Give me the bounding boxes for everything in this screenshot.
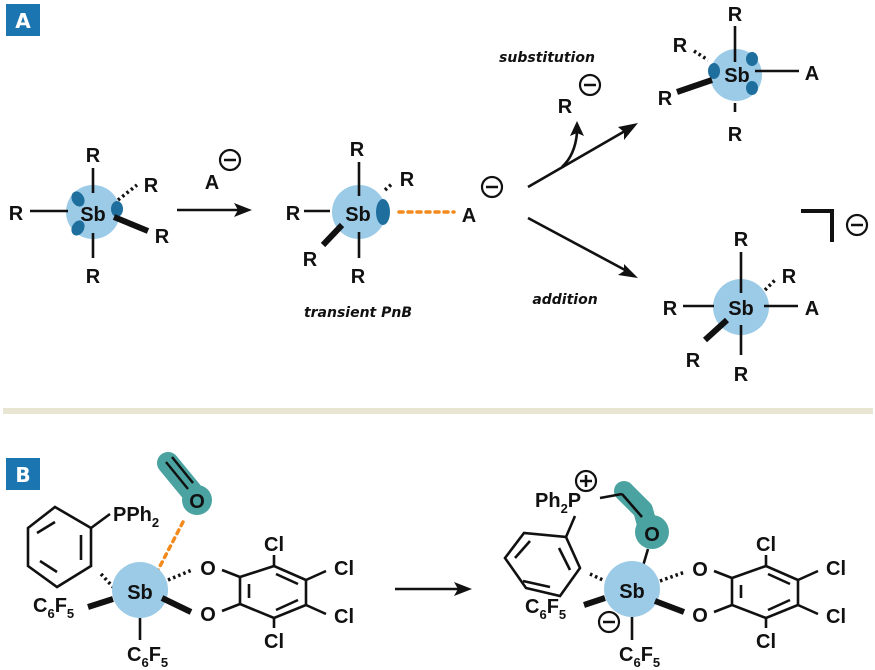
- atom-cl: Cl: [826, 558, 846, 580]
- atom-r: R: [686, 350, 701, 372]
- atom-cl: Cl: [826, 606, 846, 628]
- atom-sb: Sb: [345, 204, 371, 226]
- atom-r: R: [400, 169, 415, 191]
- atom-cl: Cl: [334, 606, 354, 628]
- panel-b-label: B: [15, 463, 30, 487]
- atom-c6f5: C6F5: [127, 644, 168, 670]
- panel-b-badge: B: [6, 458, 40, 490]
- atom-cl: Cl: [756, 534, 776, 556]
- atom-r: R: [658, 88, 673, 110]
- transient-label: transient PnB: [304, 305, 412, 321]
- molecule-sbr5: Sb R R R R R: [9, 145, 170, 288]
- atom-r: R: [728, 124, 743, 146]
- atom-r: R: [86, 145, 101, 167]
- atom-cl: Cl: [264, 631, 284, 653]
- molecule-product-b: O Ph2P Sb O O C6F5 C6F5: [503, 469, 846, 670]
- atom-o: O: [644, 524, 660, 546]
- benzene-ring: [503, 531, 582, 598]
- sigma-hole: [71, 191, 85, 207]
- atom-o: O: [200, 558, 216, 580]
- sb-sphere: [332, 185, 386, 239]
- molecule-substitution-product: Sb R R R R A: [658, 4, 819, 146]
- plus-charge-icon: [574, 469, 598, 493]
- addition-arrow: addition: [527, 216, 638, 308]
- atom-sb: Sb: [724, 65, 750, 87]
- pnictogen-bond: [156, 520, 185, 572]
- atom-a: A: [805, 63, 819, 85]
- atom-sb: Sb: [80, 204, 106, 226]
- atom-r: R: [286, 203, 301, 225]
- atom-o: O: [189, 491, 205, 513]
- sigma-hole: [708, 63, 720, 79]
- reagent-label: A: [205, 172, 219, 194]
- atom-a: A: [462, 205, 476, 227]
- sb-sphere: [112, 562, 168, 618]
- sigma-hole: [746, 52, 758, 66]
- atom-r: R: [351, 266, 366, 288]
- atom-r: R: [782, 266, 797, 288]
- atom-o: O: [692, 559, 708, 581]
- minus-charge-icon: [578, 73, 602, 97]
- atom-r: R: [86, 266, 101, 288]
- sigma-hole: [71, 220, 85, 236]
- atom-r: R: [303, 249, 318, 271]
- substitution-arrow: R substitution: [499, 50, 638, 189]
- atom-r: R: [9, 203, 24, 225]
- bracket: [801, 209, 834, 242]
- minus-charge-icon: [845, 213, 869, 237]
- atom-pph2: PPh2: [113, 504, 159, 530]
- addition-label: addition: [532, 292, 597, 308]
- atom-cl: Cl: [756, 631, 776, 653]
- sb-sphere: [604, 561, 660, 617]
- atom-cl: Cl: [334, 558, 354, 580]
- atom-a: A: [805, 298, 819, 320]
- atom-r: R: [728, 4, 743, 26]
- atom-c6f5: C6F5: [525, 596, 566, 622]
- sigma-hole: [376, 199, 390, 225]
- atom-r: R: [734, 229, 749, 251]
- sigma-hole: [746, 81, 758, 95]
- minus-charge-icon: [218, 148, 242, 172]
- atom-c6f5: C6F5: [33, 595, 74, 621]
- atom-r: R: [734, 364, 749, 386]
- molecule-addition-product: Sb R R R R R A: [663, 209, 869, 386]
- atom-ph2p: Ph2P: [535, 490, 581, 516]
- atom-r: R: [144, 175, 159, 197]
- minus-charge-icon: [480, 175, 504, 199]
- sigma-hole: [111, 201, 123, 217]
- atom-sb: Sb: [619, 581, 645, 603]
- molecule-transient: Sb R R R R R A transient PnB: [286, 139, 504, 321]
- leaving-group-label: R: [558, 96, 573, 118]
- atom-r: R: [350, 139, 365, 161]
- panel-a-label: A: [15, 9, 31, 33]
- atom-r: R: [155, 226, 170, 248]
- atom-r: R: [663, 298, 678, 320]
- panel-divider: [3, 408, 873, 414]
- atom-cl: Cl: [264, 534, 284, 556]
- reaction-arrow: A: [177, 148, 252, 217]
- atom-r: R: [673, 35, 688, 57]
- atom-o: O: [692, 605, 708, 627]
- molecule-reactant-b: O PPh2 Sb O O C6F5 C6F5 Cl Cl Cl: [26, 452, 354, 670]
- atom-c6f5: C6F5: [619, 644, 660, 670]
- atom-o: O: [200, 604, 216, 626]
- reaction-arrow: [395, 582, 472, 596]
- atom-sb: Sb: [728, 298, 754, 320]
- substitution-label: substitution: [499, 50, 595, 66]
- atom-sb: Sb: [127, 582, 153, 604]
- minus-charge-icon: [597, 610, 621, 634]
- panel-a-badge: A: [6, 4, 40, 36]
